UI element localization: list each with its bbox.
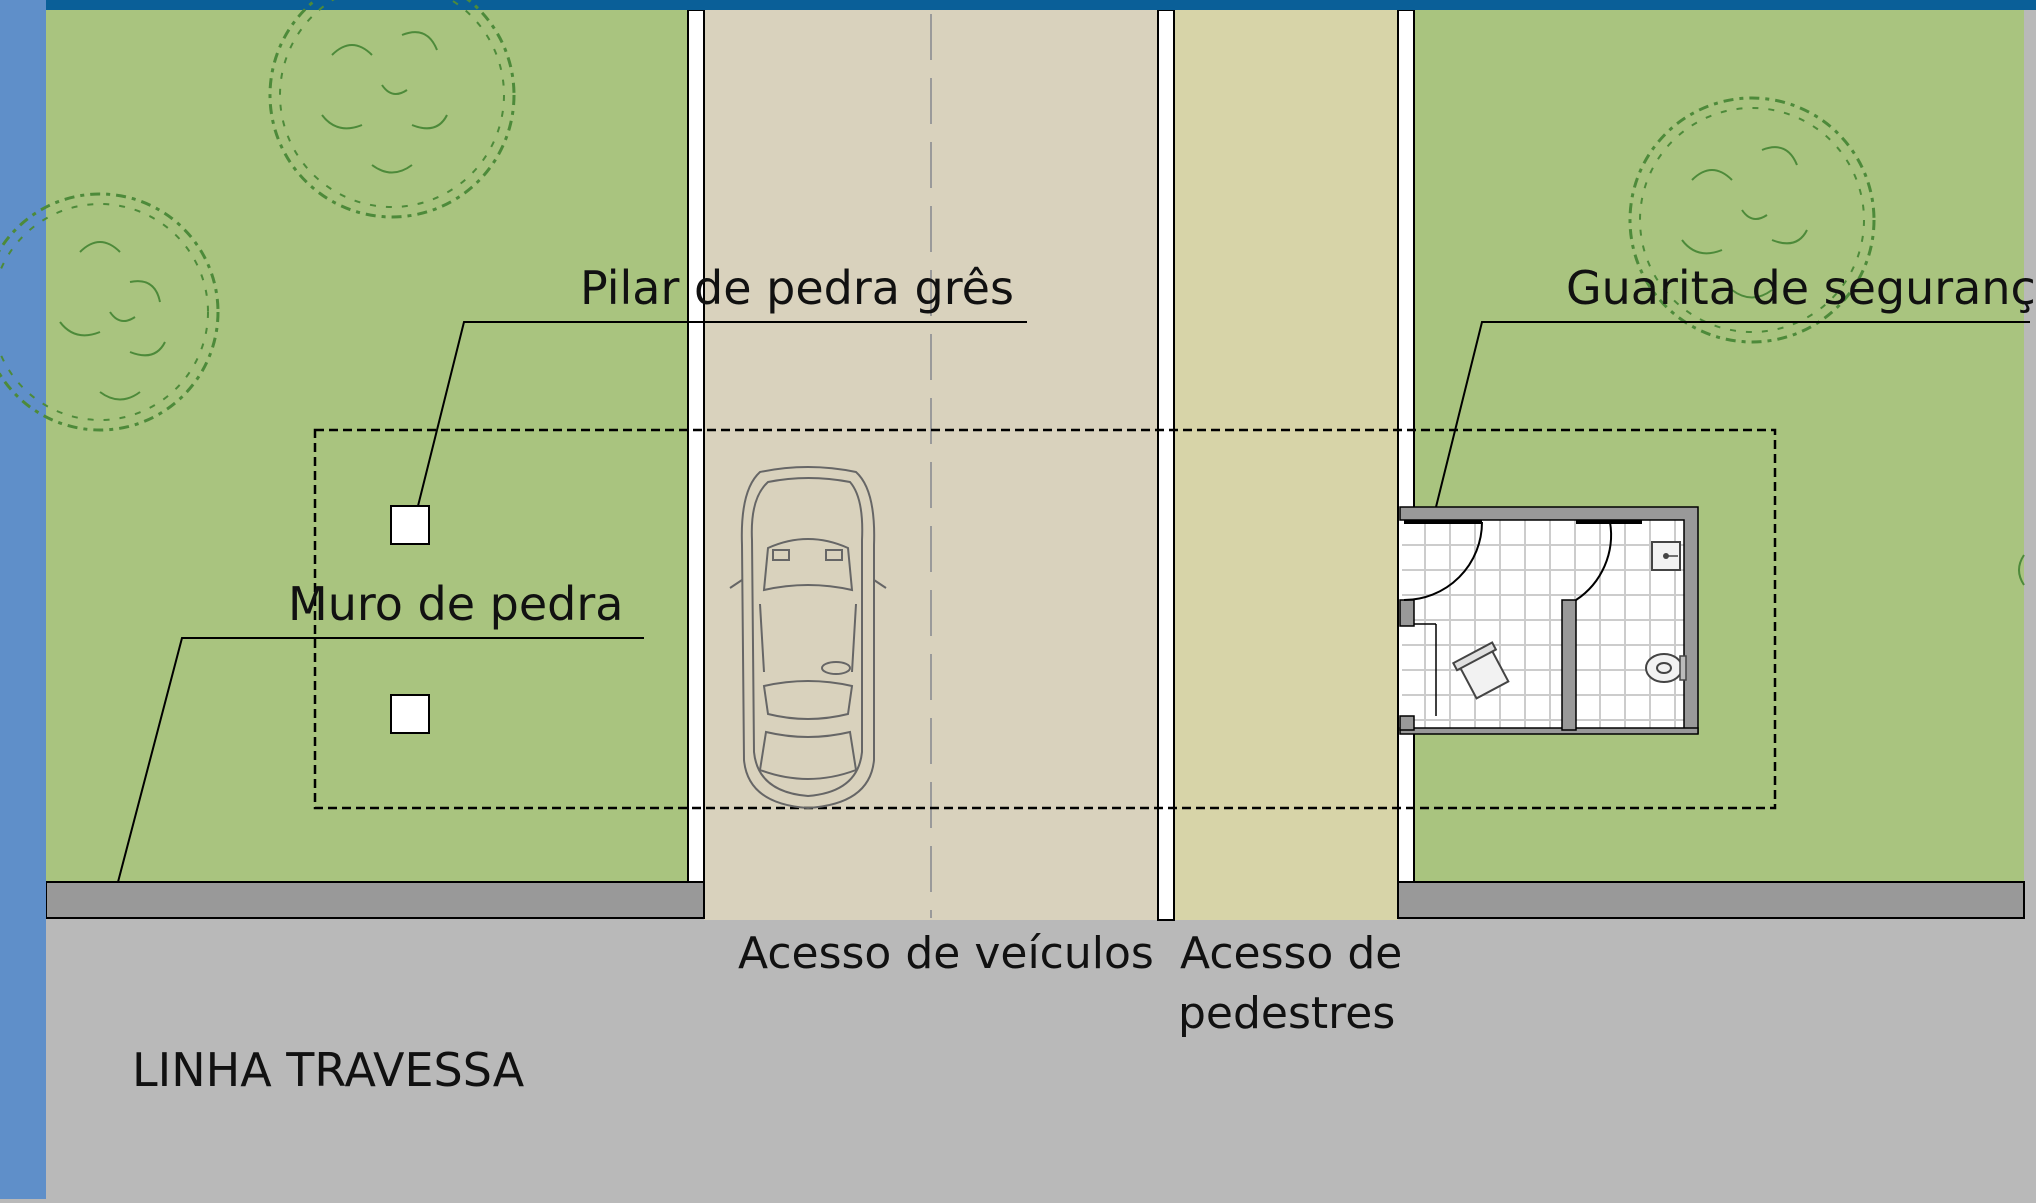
label-stone-wall: Muro de pedra	[288, 577, 623, 631]
perimeter-wall-left	[45, 881, 705, 919]
curb-right	[1397, 9, 1415, 883]
stone-pillar	[390, 505, 430, 545]
lawn-right	[1414, 10, 2024, 882]
curb-middle	[1157, 9, 1175, 921]
label-pedestrian-access-line2: pedestres	[1178, 988, 1395, 1039]
side-bar	[0, 0, 46, 1199]
pedestrian-lane	[1174, 10, 1398, 920]
portal-boundary	[313, 428, 1777, 810]
office-chair-icon	[1451, 641, 1510, 700]
leader-line-stone-wall	[117, 637, 644, 883]
lawn-left	[46, 10, 688, 882]
sink-icon	[1651, 541, 1681, 571]
top-bar	[0, 0, 2036, 10]
leader-line-stone-pillar	[417, 321, 1027, 507]
label-security-booth: Guarita de segurança	[1566, 261, 2036, 315]
right-margin-strip	[2024, 10, 2036, 1199]
label-street-name: LINHA TRAVESSA	[132, 1043, 525, 1097]
street-area	[46, 918, 2036, 1199]
tree-icon	[0, 192, 220, 432]
toilet-icon	[1645, 653, 1687, 683]
tree-icon	[268, 0, 516, 219]
label-vehicle-access: Acesso de veículos	[738, 928, 1154, 979]
car-icon	[729, 466, 887, 810]
stone-pillar	[390, 694, 430, 734]
perimeter-wall-right	[1397, 881, 2025, 919]
label-stone-pillar: Pilar de pedra grês	[580, 261, 1014, 315]
leader-line-security-booth	[1435, 321, 2030, 508]
curb-left	[687, 9, 705, 883]
tree-icon	[1628, 96, 1876, 344]
tree-icon	[2018, 554, 2025, 586]
label-pedestrian-access-line1: Acesso de	[1180, 928, 1402, 979]
